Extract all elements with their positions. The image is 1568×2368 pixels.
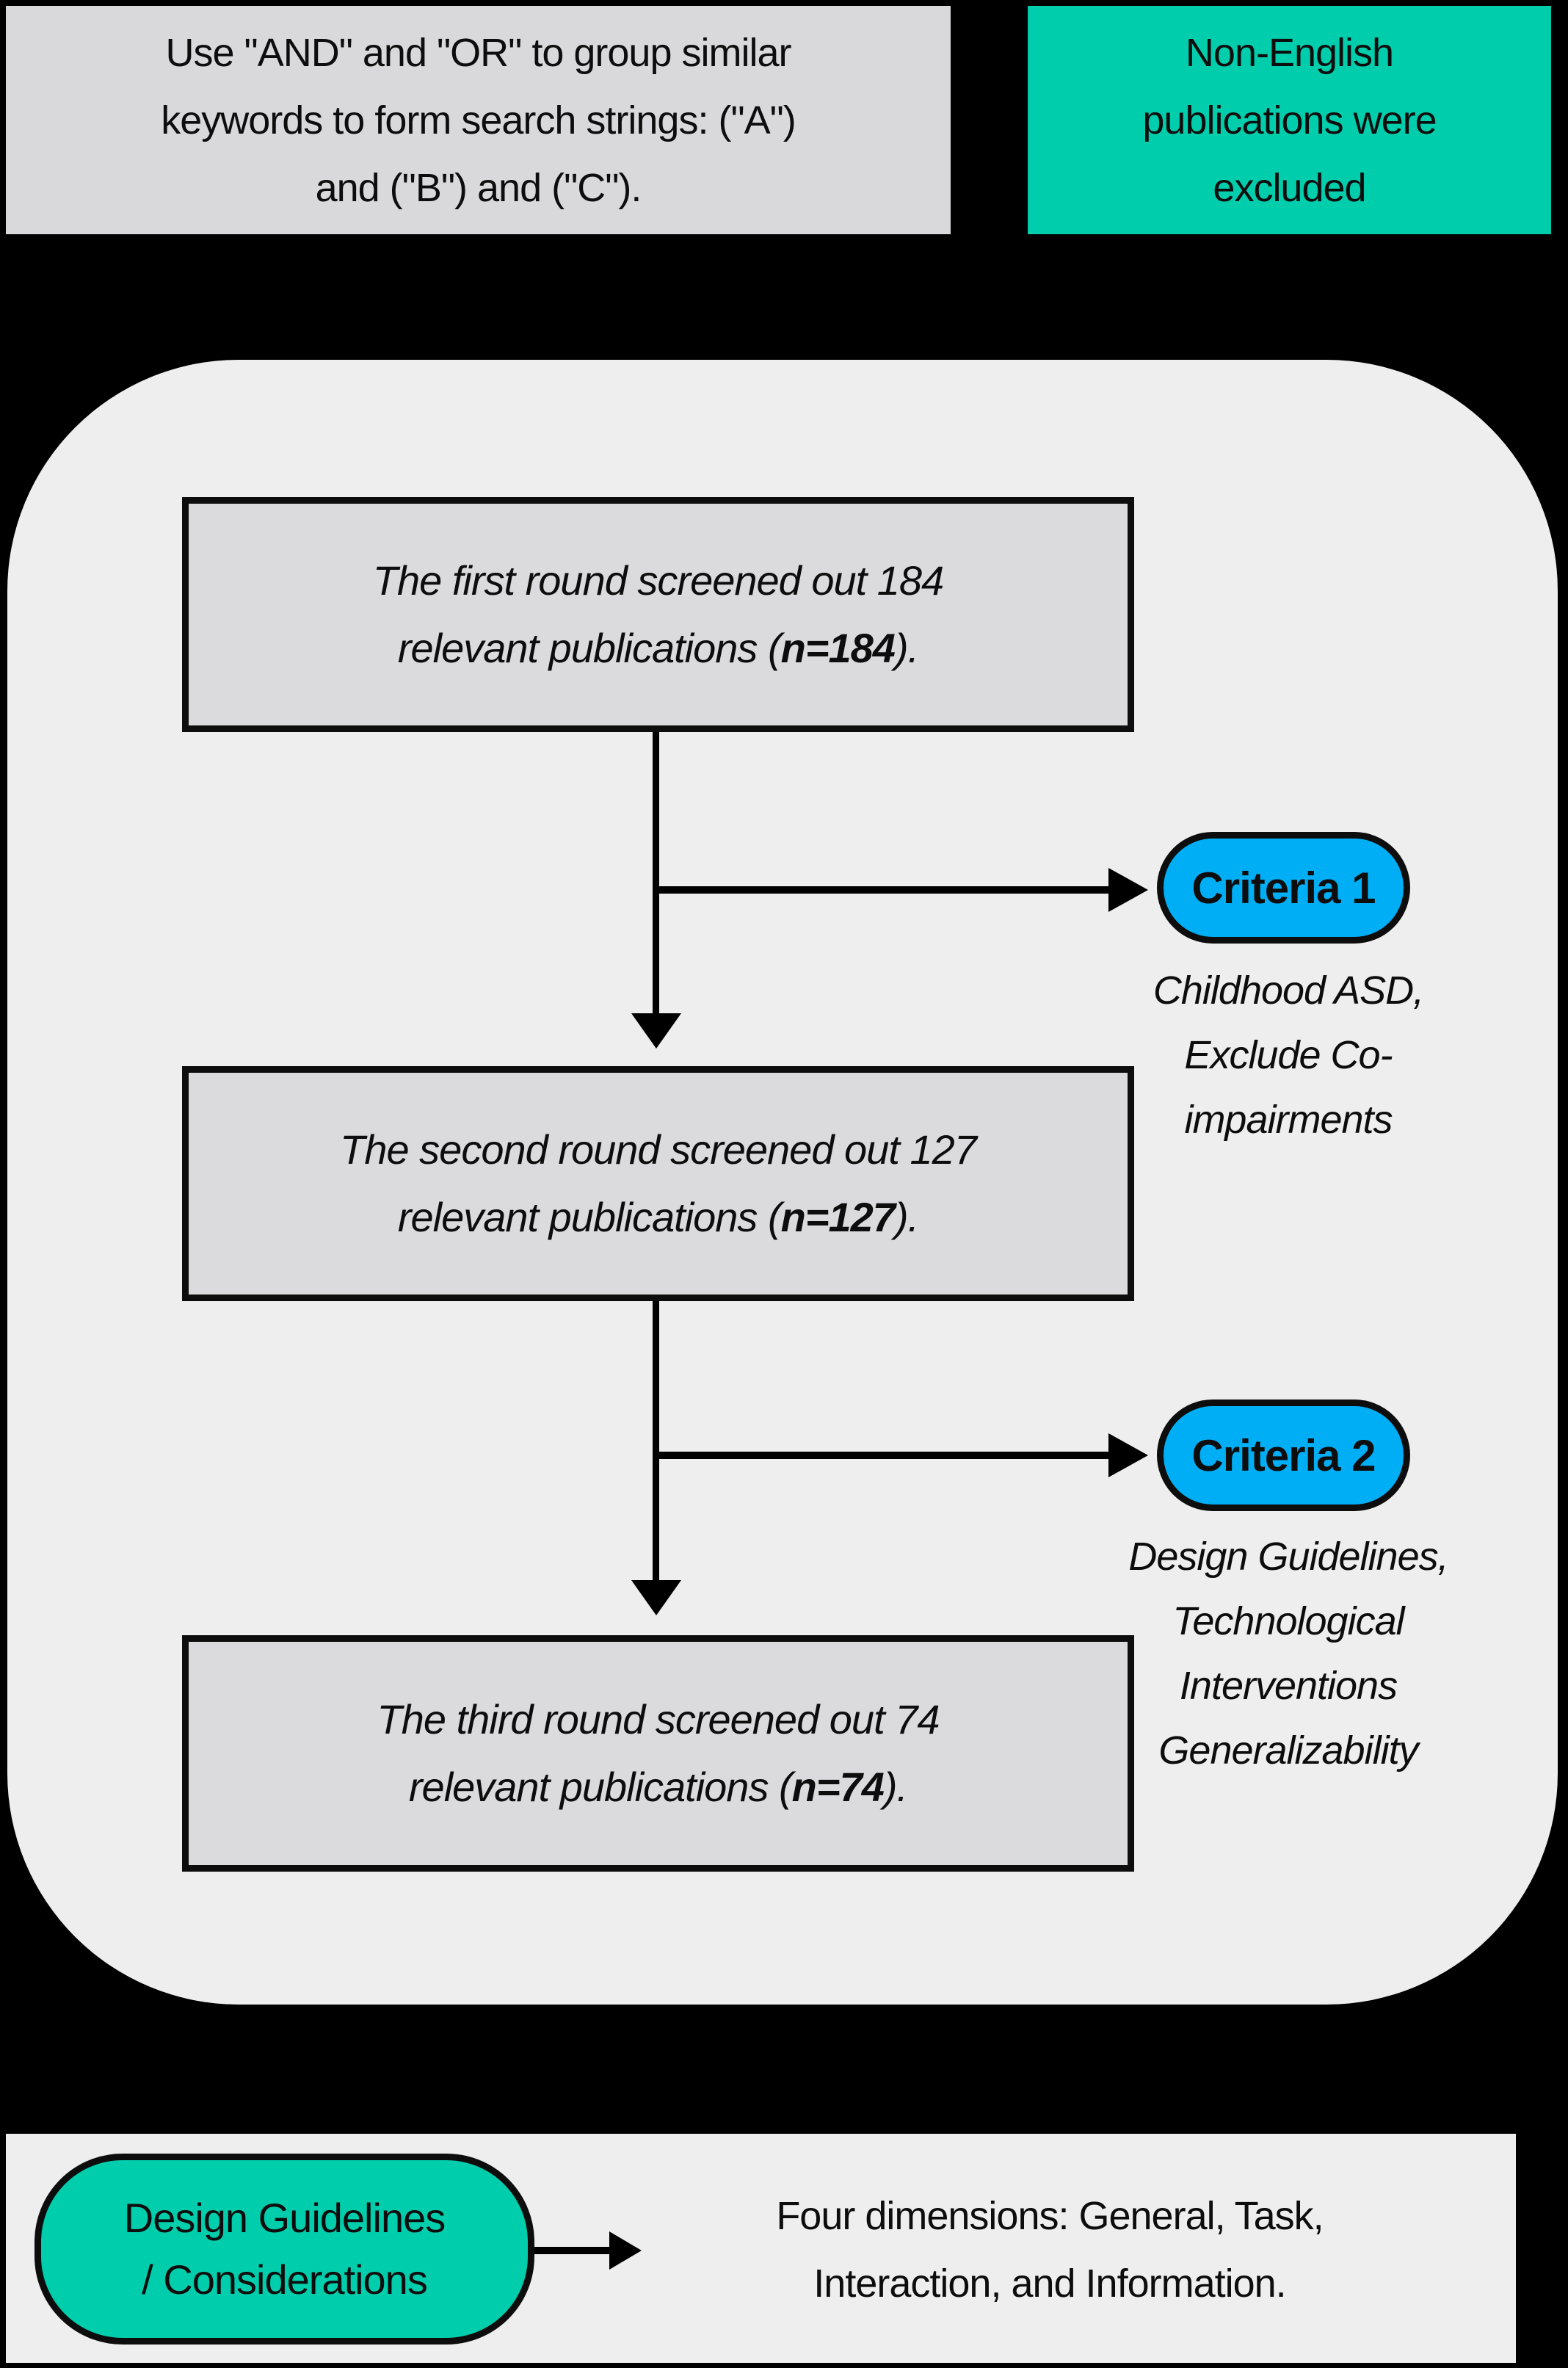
round-2-line-2: relevant publications (n=127). — [397, 1194, 919, 1240]
result-line: Interaction, and Information. — [813, 2262, 1286, 2306]
pill-line: / Considerations — [142, 2256, 428, 2303]
round-3-line-2: relevant publications (n=74). — [408, 1764, 908, 1810]
criteria-1-desc-line: impairments — [1184, 1098, 1393, 1142]
arrow-right-icon — [609, 2231, 642, 2270]
criteria-2-desc-line: Design Guidelines, — [1128, 1535, 1448, 1579]
branch-connector-line — [656, 1452, 1108, 1459]
round-1-line-1: The first round screened out 184 — [372, 557, 944, 604]
arrow-down-icon — [631, 1580, 681, 1615]
criteria-2-pill: Criteria 2 — [1157, 1400, 1410, 1511]
criteria-1-desc-line: Childhood ASD, — [1153, 968, 1424, 1013]
criteria-2-description: Design Guidelines, Technological Interve… — [1123, 1524, 1453, 1783]
round-3-box: The third round screened out 74 relevant… — [182, 1635, 1134, 1872]
criteria-1-description: Childhood ASD, Exclude Co- impairments — [1134, 958, 1442, 1152]
arrow-right-icon — [1108, 1433, 1148, 1477]
note-line: Use "AND" and "OR" to group similar — [165, 30, 792, 75]
note-line: Non-English — [1185, 30, 1394, 75]
four-dimensions-text: Four dimensions: General, Task, Interact… — [661, 2182, 1439, 2317]
non-english-exclusion-note: Non-English publications were excluded — [1028, 6, 1551, 234]
branch-connector-line — [656, 886, 1108, 894]
round-1-box: The first round screened out 184 relevan… — [182, 497, 1134, 732]
note-line: keywords to form search strings: ("A") — [161, 98, 796, 142]
screening-rounds-panel: The first round screened out 184 relevan… — [7, 360, 1558, 2005]
design-guidelines-pill: Design Guidelines / Considerations — [35, 2154, 534, 2345]
arrow-down-icon — [631, 1013, 681, 1049]
criteria-1-label: Criteria 1 — [1191, 863, 1376, 913]
round-3-line-1: The third round screened out 74 — [377, 1696, 940, 1742]
flow-connector-line — [653, 1301, 659, 1580]
outcome-connector-line — [534, 2247, 609, 2254]
round-2-line-1: The second round screened out 127 — [340, 1126, 977, 1173]
criteria-2-desc-line: Generalizability — [1158, 1728, 1418, 1773]
search-strings-note: Use "AND" and "OR" to group similar keyw… — [6, 6, 951, 234]
arrow-right-icon — [1108, 868, 1148, 912]
criteria-1-desc-line: Exclude Co- — [1184, 1033, 1393, 1077]
outcome-bar: Design Guidelines / Considerations Four … — [6, 2134, 1516, 2363]
flow-connector-line — [653, 732, 659, 1013]
pill-line: Design Guidelines — [123, 2195, 446, 2241]
criteria-2-desc-line: Interventions — [1179, 1664, 1398, 1708]
criteria-2-desc-line: Technological — [1172, 1599, 1404, 1643]
criteria-2-label: Criteria 2 — [1191, 1430, 1376, 1480]
result-line: Four dimensions: General, Task, — [776, 2194, 1324, 2238]
note-line: publications were — [1142, 98, 1437, 142]
round-1-line-2: relevant publications (n=184). — [397, 625, 919, 671]
criteria-1-pill: Criteria 1 — [1157, 832, 1410, 944]
round-2-box: The second round screened out 127 releva… — [182, 1066, 1134, 1301]
note-line: excluded — [1213, 165, 1366, 210]
note-line: and ("B") and ("C"). — [315, 165, 642, 210]
